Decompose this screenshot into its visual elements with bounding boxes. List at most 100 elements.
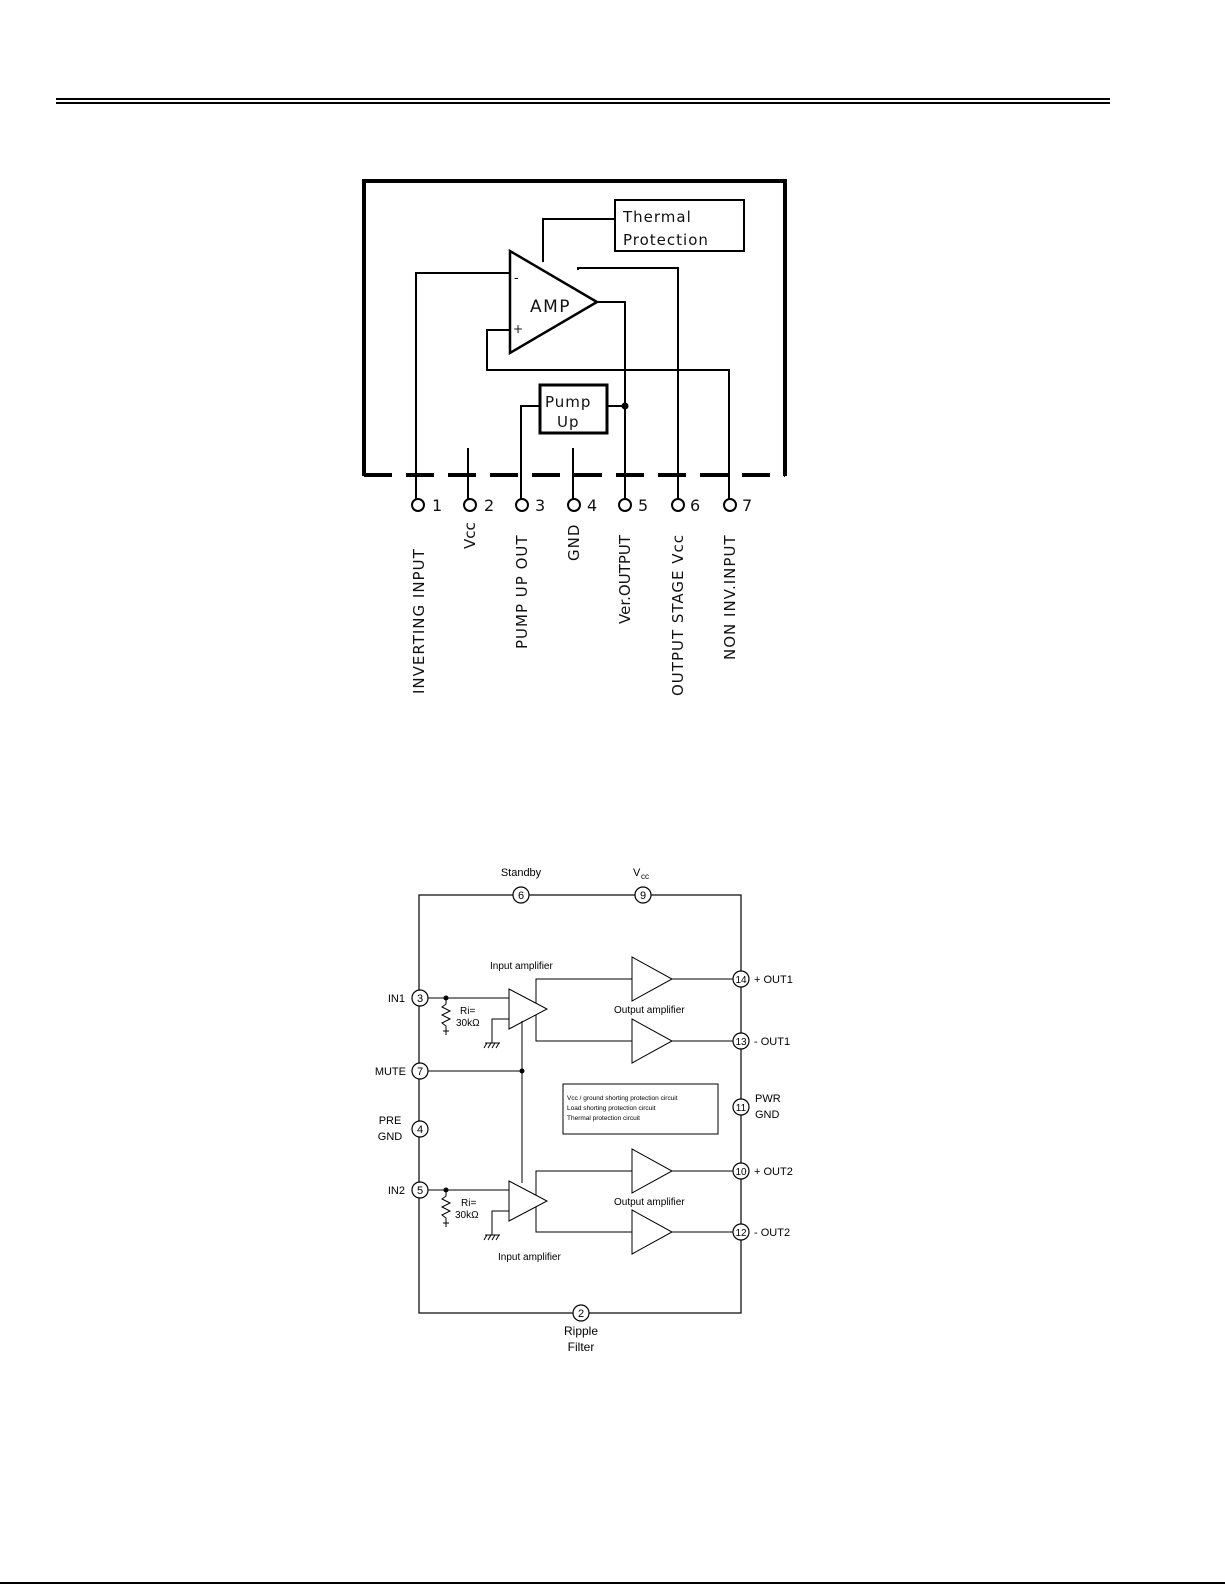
pin-out2-minus-number: 12: [735, 1228, 747, 1239]
ri-resistor-1-arrow: [443, 1030, 449, 1035]
pump-label-line2: Up: [557, 413, 580, 431]
output-amp-bottom-label: Output amplifier: [614, 1197, 685, 1208]
input-amp-1: [508, 988, 549, 1030]
input-amp-top-label: Input amplifier: [490, 961, 553, 972]
ch2-to-out-plus-wire: [535, 1170, 632, 1195]
pin-standby: [512, 886, 530, 904]
protection-line1: Vcc / ground shorting protection circuit: [567, 1095, 678, 1102]
pin-label: PUMP UP OUT: [513, 534, 531, 649]
ch1-to-out-minus-wire: [535, 1015, 632, 1042]
pin-terminal: [567, 498, 581, 512]
ch2-to-out-minus-wire: [535, 1207, 632, 1233]
pump-up-box: [538, 383, 609, 435]
vertical-output-block-diagram: Thermal Protection AMP - + Pump Up 1 INV…: [362, 179, 787, 696]
pin-out1-minus-number: 13: [735, 1037, 747, 1048]
pin-number: 3: [535, 496, 545, 515]
pin-pre-gnd-label-line2: GND: [378, 1131, 403, 1143]
pin-2: 2 Vcc: [461, 496, 494, 549]
pin-label: INVERTING INPUT: [410, 548, 428, 694]
pin-terminal: [618, 498, 632, 512]
thermal-wire: [542, 218, 615, 262]
pin-ripple-number: 2: [578, 1308, 584, 1320]
pin-terminal: [671, 498, 685, 512]
pin-vcc: [634, 886, 652, 904]
ch1-to-out-plus-wire: [535, 978, 632, 1003]
input-amp-1-ground-wire: [491, 1018, 509, 1043]
pin-pwr-gnd-label-line1: PWR: [755, 1093, 781, 1105]
pin-standby-label: Standby: [501, 867, 542, 879]
pin-number: 6: [690, 496, 700, 515]
non-inverting-input-wire: [486, 329, 730, 500]
protection-line3: Thermal protection circuit: [567, 1115, 640, 1122]
ic-outline: [362, 179, 787, 476]
pin-mute-label: MUTE: [375, 1066, 406, 1078]
pin-ripple-label-line2: Filter: [568, 1340, 595, 1354]
pin-terminal: [463, 498, 477, 512]
pin-out1-plus-number: 14: [735, 975, 747, 986]
protection-circuit-box: [562, 1083, 719, 1135]
pin-6: 6 OUTPUT STAGE Vcc: [669, 496, 700, 696]
pin-7: 7 NON INV.INPUT: [721, 496, 752, 660]
thermal-label-line2: Protection: [623, 231, 709, 249]
pin-out1-plus-label: + OUT1: [754, 974, 793, 986]
thermal-label-line1: Thermal: [622, 208, 692, 226]
pin-5: 5 Ver.OUTPUT: [616, 496, 648, 624]
ri-top-label-line2: 30kΩ: [456, 1018, 480, 1029]
output-amp-1-minus: [631, 1018, 674, 1064]
ri-resistor-2: [440, 1190, 452, 1223]
pin-mute-number: 7: [417, 1066, 423, 1078]
ver-output-wire: [597, 301, 626, 500]
output-amp-2-minus: [631, 1209, 674, 1255]
pin-label: Vcc: [461, 522, 479, 549]
pin-vcc-label: V: [633, 867, 641, 879]
ground-symbol-2: [483, 1234, 500, 1241]
pin-number: 5: [638, 496, 648, 515]
pin-1: 1 INVERTING INPUT: [410, 496, 442, 694]
pin-in2-number: 5: [417, 1185, 423, 1197]
pin-terminal: [515, 498, 529, 512]
pump-up-out-wire: [520, 405, 540, 500]
ri-bottom-label-line2: 30kΩ: [455, 1210, 479, 1221]
ri-top-label-line1: Ri=: [460, 1006, 475, 1017]
thermal-protection-box: [614, 199, 745, 252]
dual-bridge-amplifier-block-diagram: 6 Standby 9 V cc 3 IN1 7 MUTE 4 PRE GND …: [375, 867, 793, 1354]
pin-3: 3 PUMP UP OUT: [513, 496, 545, 649]
pin-number: 1: [432, 496, 442, 515]
pin-terminal: [411, 498, 425, 512]
pin-label: Ver.OUTPUT: [616, 534, 634, 624]
input-amp-2: [508, 1180, 549, 1222]
protection-line2: Load shorting protection circuit: [567, 1105, 656, 1112]
pin-vcc-number: 9: [640, 890, 646, 902]
output-stage-vcc-wire: [577, 267, 679, 500]
output-amp-1-plus: [631, 956, 674, 1002]
pin-out2-plus-label: + OUT2: [754, 1166, 793, 1178]
ground-symbol-1: [483, 1042, 500, 1049]
pin-pwr-gnd: [732, 1098, 750, 1116]
input-amp-2-ground-wire: [491, 1210, 509, 1235]
pin-pwr-gnd-number: 11: [736, 1103, 747, 1114]
pin-out1-minus-label: - OUT1: [754, 1036, 790, 1048]
pin-in1-label: IN1: [388, 993, 405, 1005]
pin-vcc-subscript: cc: [641, 872, 649, 881]
pin-4: 4 GND: [565, 496, 597, 561]
ri-bottom-label-line1: Ri=: [461, 1198, 476, 1209]
pin-in1-number: 3: [417, 993, 423, 1005]
output-amp-2-plus: [631, 1148, 674, 1194]
amp-plus-sign: +: [513, 322, 523, 336]
pin-label: NON INV.INPUT: [721, 534, 739, 660]
pin-out2-plus-number: 10: [735, 1167, 747, 1178]
ic-outline-2: [418, 894, 742, 1314]
amp-triangle: [508, 248, 600, 356]
pin-label: OUTPUT STAGE Vcc: [669, 534, 687, 696]
pin-ripple-label-line1: Ripple: [564, 1324, 598, 1338]
pin-in2-label: IN2: [388, 1185, 405, 1197]
output-amp-top-label: Output amplifier: [614, 1005, 685, 1016]
ri-resistor-1: [440, 998, 452, 1031]
amp-minus-sign: -: [514, 271, 519, 286]
input-amp-bottom-label: Input amplifier: [498, 1252, 561, 1263]
pin-ripple-filter: [572, 1304, 590, 1322]
inverting-input-wire: [415, 272, 510, 500]
pin-label: GND: [565, 524, 583, 561]
pin-number: 2: [484, 496, 494, 515]
pin-out2-minus-label: - OUT2: [754, 1227, 790, 1239]
